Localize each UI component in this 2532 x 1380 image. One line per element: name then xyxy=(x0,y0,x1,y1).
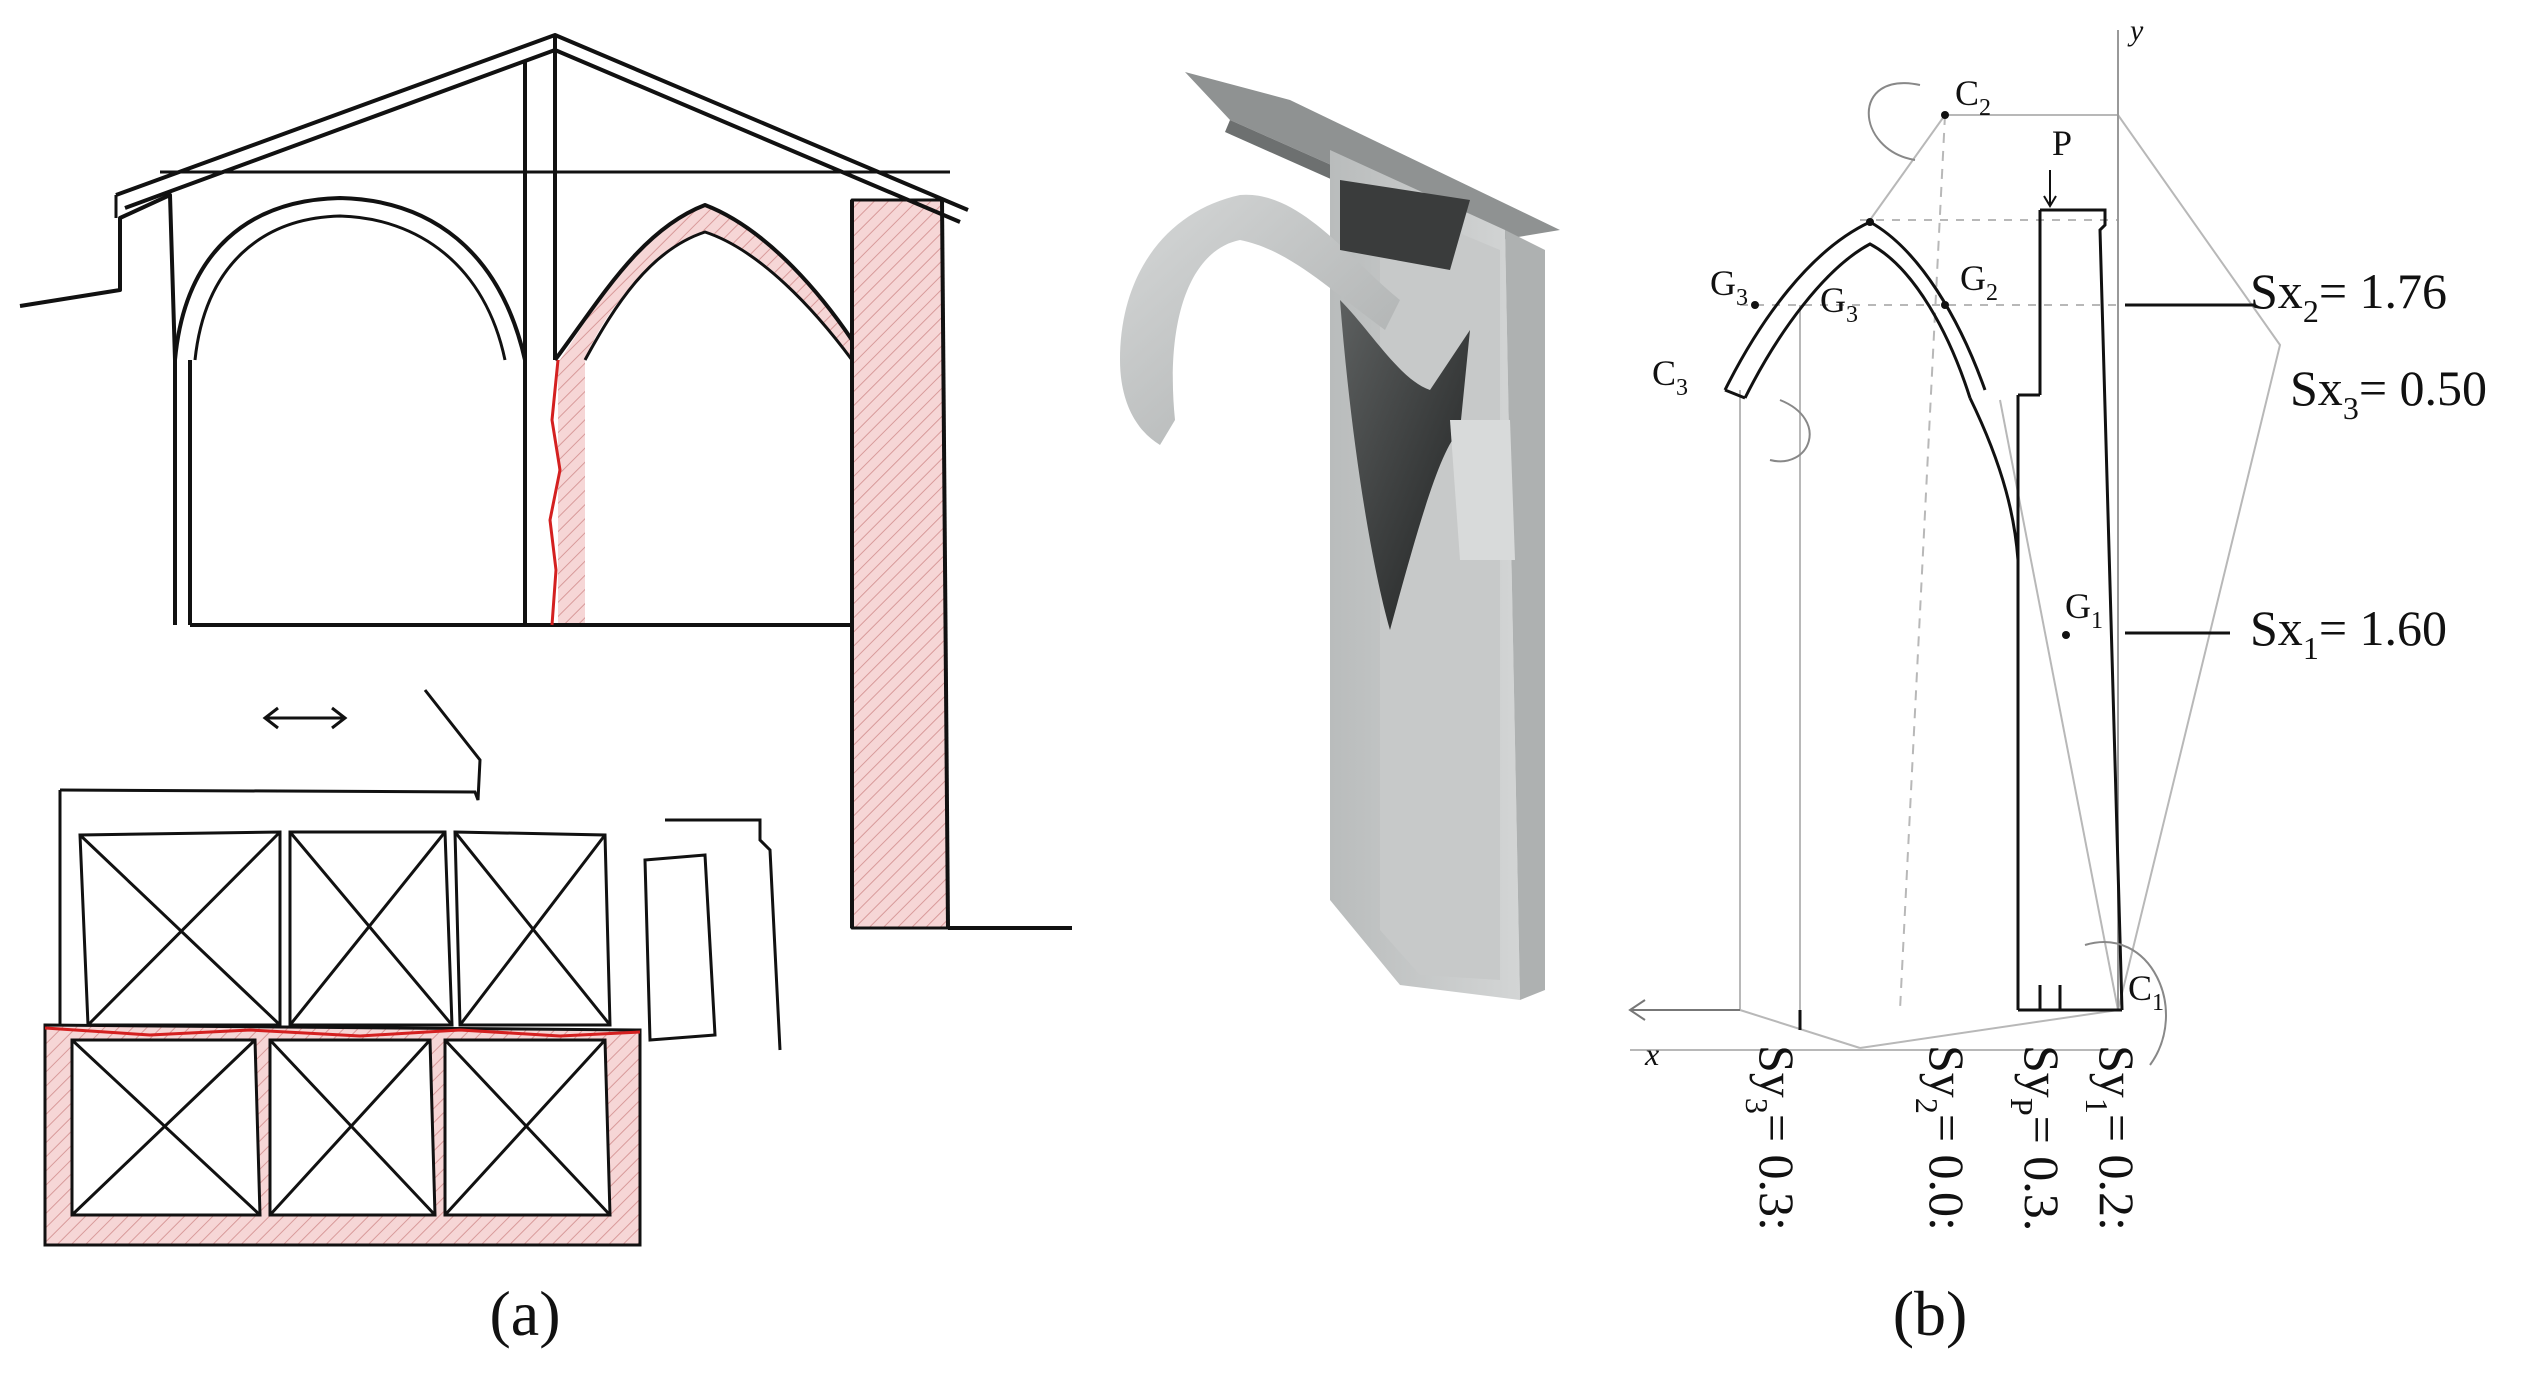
sx1-label: Sx1= 1.60 xyxy=(2250,600,2447,666)
label-g3-inner: G3 xyxy=(1820,280,1858,328)
3d-model-render xyxy=(1120,72,1560,1000)
floor-plan-drawing xyxy=(43,689,782,1247)
model-roof xyxy=(1185,72,1560,240)
cross-section-drawing xyxy=(19,33,1072,930)
label-c3: C3 xyxy=(1652,353,1688,401)
sy3-label: Sy3= 0.3: xyxy=(1739,1045,1805,1231)
stress-lines xyxy=(1798,303,2255,1030)
axis-x-label: x xyxy=(1644,1036,1659,1072)
hatched-right-vault xyxy=(560,205,852,360)
arch-ring xyxy=(1723,208,2124,1012)
label-c1: C1 xyxy=(2128,968,2164,1016)
plan-crack-line xyxy=(44,1026,641,1038)
roof-outline xyxy=(115,33,969,212)
label-g1: G1 xyxy=(2065,586,2103,634)
axis-x-icon xyxy=(1628,999,1740,1021)
sx-labels: Sx2= 1.76 Sx3= 0.50 Sx1= 1.60 xyxy=(2250,263,2487,666)
right-arch xyxy=(553,203,854,362)
left-arch xyxy=(173,196,527,361)
crack-line xyxy=(548,359,562,626)
moment-arcs xyxy=(1769,82,2167,1066)
model-vault xyxy=(1120,194,1400,445)
panel-a: (a) xyxy=(19,33,1072,1349)
syp-label: SyP= 0.3. xyxy=(2004,1045,2070,1231)
sx3-label: Sx3= 0.50 xyxy=(2290,360,2487,426)
load-arrow-icon xyxy=(2043,170,2057,208)
point-labels: C2 P G3 G3 G2 C3 G1 C1 x y xyxy=(1644,14,2164,1072)
label-c2: C2 xyxy=(1955,73,1991,121)
direction-arrow-icon xyxy=(262,706,348,730)
sy-labels: Sy3= 0.3: Sy2= 0.0: SyP= 0.3. Sy1= 0.2: xyxy=(1739,1045,2145,1231)
model-dark-web xyxy=(1340,300,1470,630)
label-g3-outer: G3 xyxy=(1710,263,1748,311)
sy1-label: Sy1= 0.2: xyxy=(2079,1045,2145,1231)
axis-y-label: y xyxy=(2127,14,2144,47)
panel-b: C2 P G3 G3 G2 C3 G1 C1 x y Sx2= 1.76 Sx3… xyxy=(1628,14,2487,1349)
construction-lines xyxy=(1630,30,2282,1051)
label-g2: G2 xyxy=(1960,258,1998,306)
panel-b-caption: (b) xyxy=(1893,1278,1968,1349)
left-exterior-outline xyxy=(19,193,177,361)
sx2-label: Sx2= 1.76 xyxy=(2250,263,2447,329)
hatched-right-wall xyxy=(850,198,950,930)
label-p: P xyxy=(2052,123,2072,163)
sy2-label: Sy2= 0.0: xyxy=(1909,1045,1975,1231)
point-markers xyxy=(1751,111,2070,639)
panel-a-caption: (a) xyxy=(489,1278,560,1349)
hatched-pier-strip xyxy=(558,360,585,625)
